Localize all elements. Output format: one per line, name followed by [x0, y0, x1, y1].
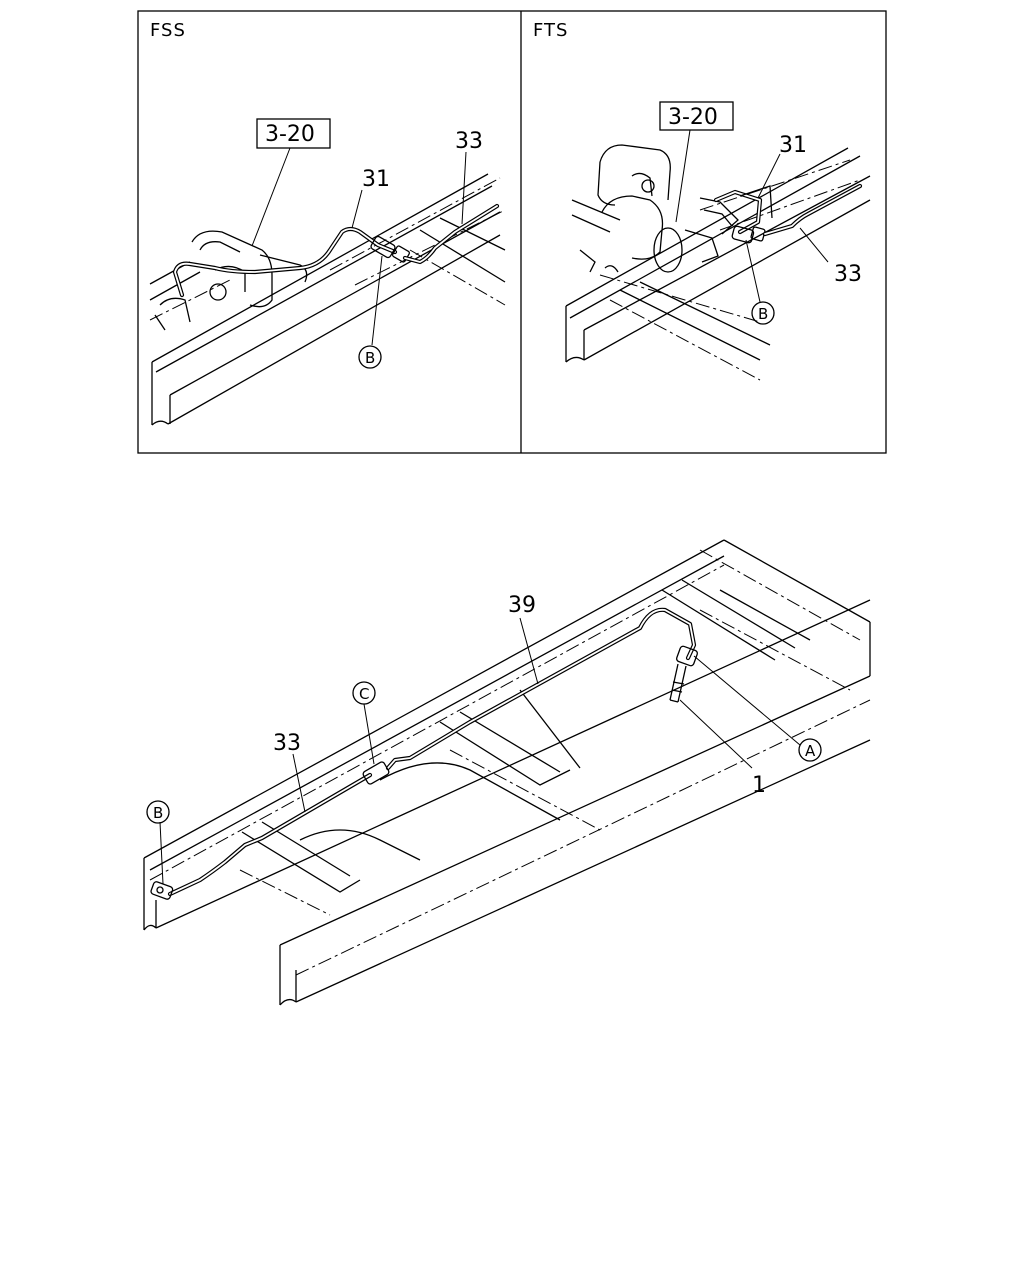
fts-callout-b-label: B: [758, 305, 768, 323]
fss-callout-b: B: [358, 345, 382, 369]
fss-panel: FSS 3-20: [149, 20, 506, 426]
front-frame-rail: [143, 539, 871, 931]
main-connector-b: [150, 881, 174, 900]
fss-label-31: 31: [362, 167, 390, 192]
main-label-33: 33: [273, 731, 301, 756]
main-part-1-hose: [669, 645, 698, 703]
main-callout-c-label: C: [359, 685, 369, 703]
fts-callout-b: B: [751, 301, 775, 325]
fts-frame-rail: [565, 147, 871, 381]
fts-pump-assembly: [579, 144, 739, 273]
main-callout-a-label: A: [805, 742, 816, 760]
fss-label-33: 33: [455, 129, 483, 154]
main-connector-c: [362, 761, 390, 785]
fts-panel-title: FTS: [533, 20, 568, 41]
fss-reference-label: 3-20: [265, 122, 315, 147]
fts-panel: FTS 3-20: [533, 20, 871, 381]
main-callout-c: C: [352, 681, 376, 705]
fts-reference-box: 3-20: [659, 101, 734, 223]
main-pipe-39: [385, 607, 697, 771]
main-frame-view: 39 33 1 C B A: [143, 539, 871, 1006]
fss-panel-title: FSS: [150, 20, 186, 41]
fts-pipe-31: [713, 185, 773, 235]
fts-pipe-33: [762, 183, 863, 237]
fss-pipe-33: [402, 203, 500, 265]
fss-pipe-31: [172, 226, 398, 298]
main-pipe-33: [167, 772, 373, 897]
main-callout-b: B: [146, 800, 170, 824]
main-label-1: 1: [752, 773, 766, 798]
main-label-39: 39: [508, 593, 536, 618]
fts-label-33: 33: [834, 262, 862, 287]
main-callout-a: A: [798, 738, 822, 762]
frame-cross-members: [239, 549, 861, 916]
fts-reference-label: 3-20: [668, 105, 718, 130]
fss-callout-b-label: B: [365, 349, 375, 367]
fts-label-31: 31: [779, 133, 807, 158]
detail-panels-frame: [137, 10, 887, 454]
fss-frame-rail: [149, 173, 506, 426]
main-callout-b-label: B: [153, 804, 163, 822]
fss-reference-box: 3-20: [251, 118, 331, 247]
